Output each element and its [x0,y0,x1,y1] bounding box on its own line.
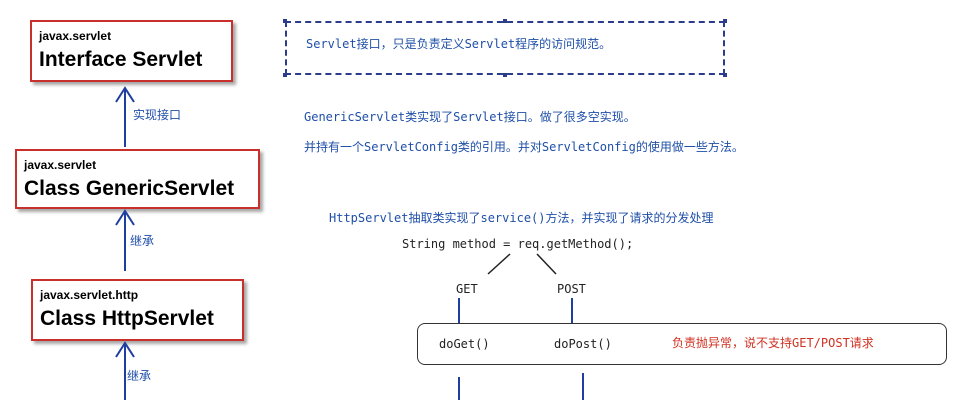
branch-post-line [536,253,557,275]
branch-get-line [487,253,511,275]
generic-note-line2: 并持有一个ServletConfig类的引用。并对ServletConfig的使… [304,140,744,154]
note-box-corner [283,19,287,23]
dopost-method: doPost() [554,337,612,351]
http-package-label: javax.servlet.http [40,288,139,302]
extends-label-1: 继承 [130,234,155,248]
interface-package-label: javax.servlet [39,29,112,43]
note-box-corner [503,73,507,77]
generic-name-label: Class GenericServlet [24,177,235,200]
note-box-corner [503,19,507,23]
servlet-interface-note: Servlet接口，只是负责定义Servlet程序的访问规范。 [306,37,612,51]
note-box-corner [283,73,287,77]
note-box-corner [723,73,727,77]
implements-label: 实现接口 [133,108,182,122]
implements-arrow-head [115,86,135,103]
extends-label-2: 继承 [127,369,152,383]
http-name-label: Class HttpServlet [40,307,214,330]
extends-arrow-head-2 [115,341,135,358]
http-desc-note: HttpServlet抽取类实现了service()方法，并实现了请求的分发处理 [329,211,714,225]
http-servlet-box: javax.servlet.http Class HttpServlet [31,279,244,341]
error-note: 负责抛异常，说不支持GET/POST请求 [672,336,874,350]
extends-arrow-head-1 [115,209,135,226]
generic-servlet-box: javax.servlet Class GenericServlet [15,149,260,209]
post-label: POST [557,282,586,296]
doget-method: doGet() [439,337,490,351]
generic-note-line1: GenericServlet类实现了Servlet接口。做了很多空实现。 [304,110,636,124]
interface-servlet-box: javax.servlet Interface Servlet [30,20,233,82]
note-box-corner [723,19,727,23]
generic-package-label: javax.servlet [24,158,97,172]
get-label: GET [456,282,478,296]
code-line: String method = req.getMethod(); [402,237,634,251]
interface-name-label: Interface Servlet [39,48,203,71]
dispatch-box [417,323,947,365]
